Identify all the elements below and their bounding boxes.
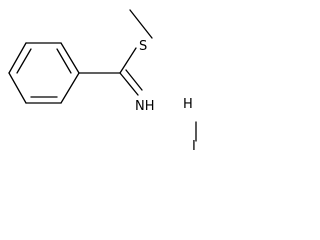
chemical-structure-diagram: S NH H I (8, 9, 197, 150)
ring-bond-6 (8, 72, 27, 104)
ring-bond-1 (8, 42, 27, 74)
imine-nitrogen-label: NH (135, 99, 155, 114)
ring-bond-4 (60, 72, 80, 104)
hydrogen-label: H (183, 97, 193, 112)
ring-inner-bond-1 (16, 48, 32, 74)
carbon-nitrogen-double-bond-b (125, 69, 143, 91)
sulfur-methyl-bond (129, 9, 153, 39)
carbon-sulfur-bond (119, 47, 137, 74)
sulfur-label: S (139, 39, 147, 54)
benzene-ring (8, 42, 80, 104)
ring-inner-bond-2 (56, 48, 72, 74)
iodine-label: I (192, 139, 196, 150)
carbon-nitrogen-double-bond-a (119, 72, 139, 96)
ring-bond-3 (60, 42, 80, 74)
